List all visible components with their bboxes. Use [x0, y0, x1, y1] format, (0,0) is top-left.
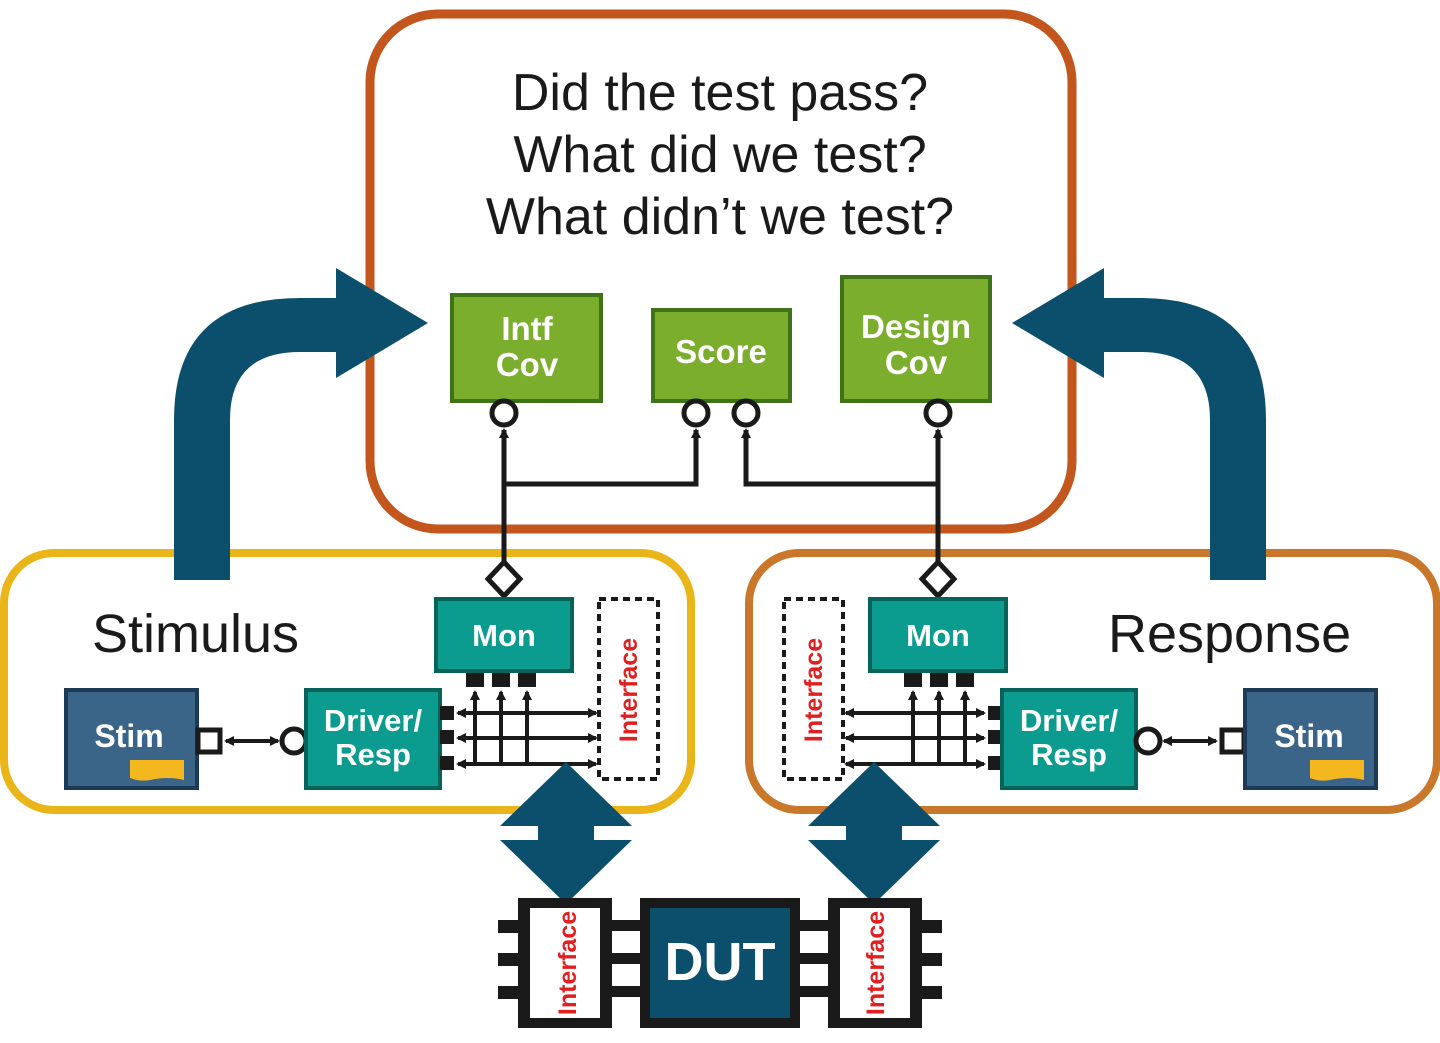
analysis-section [365, 9, 1077, 534]
right-mon-diamond [918, 558, 958, 600]
stimulus-to-analysis-arrow [174, 268, 428, 580]
design-cov-label-1: Design [861, 308, 971, 345]
right-mon-block [868, 597, 1008, 673]
right-driver-label-2: Resp [1031, 737, 1107, 772]
right-stim-label: Stim [1274, 718, 1343, 754]
left-mon-label: Mon [472, 618, 536, 653]
question-tested: What did we test? [513, 126, 926, 184]
left-stim-note [130, 760, 184, 781]
left-driver-port [279, 726, 309, 756]
right-driver-label-1: Driver/ [1020, 703, 1119, 738]
dut-core [650, 908, 790, 1018]
left-mon-diamond [484, 558, 524, 600]
design-cov-port [923, 398, 953, 428]
right-driver-pins [988, 706, 1002, 770]
right-interface-box [782, 597, 845, 781]
question-pass: Did the test pass? [512, 64, 928, 122]
design-cov-label-2: Cov [885, 344, 948, 381]
right-mon-label: Mon [906, 618, 970, 653]
left-mon-ports [466, 673, 536, 687]
intf-cov-block [450, 293, 603, 403]
intf-cov-label-1: Intf [501, 310, 553, 347]
right-dut-arrow [808, 762, 940, 904]
right-mon-ports [904, 673, 974, 687]
score-port-right [731, 398, 761, 428]
left-interface-label: Interface [615, 638, 643, 742]
question-not-tested: What didn’t we test? [486, 188, 954, 246]
intf-cov-port [489, 398, 519, 428]
left-stim-label: Stim [94, 718, 163, 754]
dut-label: DUT [665, 932, 776, 992]
right-driver-resp-block [1000, 688, 1138, 790]
left-monitor-connections [499, 428, 701, 565]
dut-chip: DUT Interface Interface [498, 898, 942, 1028]
left-mon-block [434, 597, 574, 673]
left-driver-label-2: Resp [335, 737, 411, 772]
stimulus-label: Stimulus [92, 604, 299, 664]
left-dut-arrow [500, 762, 632, 904]
score-label: Score [675, 333, 767, 370]
stimulus-section [0, 549, 695, 814]
chip-pins [498, 920, 942, 999]
response-section [745, 549, 1440, 814]
response-label: Response [1108, 604, 1351, 664]
right-driver-port [1133, 726, 1163, 756]
design-cov-block [840, 275, 992, 403]
dut-left-interface-label: Interface [554, 911, 582, 1015]
left-driver-pins [440, 706, 454, 770]
right-bus-lines [844, 690, 986, 769]
left-bus-lines [456, 690, 598, 769]
left-driver-resp-block [304, 688, 442, 790]
dut-right-interface-label: Interface [862, 911, 890, 1015]
left-driver-label-1: Driver/ [324, 703, 423, 738]
score-block [651, 308, 792, 403]
right-monitor-connections [741, 428, 943, 565]
left-interface-box [597, 597, 660, 781]
right-stim-note [1310, 760, 1364, 781]
right-interface-label: Interface [800, 638, 828, 742]
score-port-left [681, 398, 711, 428]
left-stim-port [195, 727, 223, 755]
right-stim-port [1219, 727, 1247, 755]
intf-cov-label-2: Cov [496, 346, 559, 383]
response-to-analysis-arrow [1012, 268, 1266, 580]
